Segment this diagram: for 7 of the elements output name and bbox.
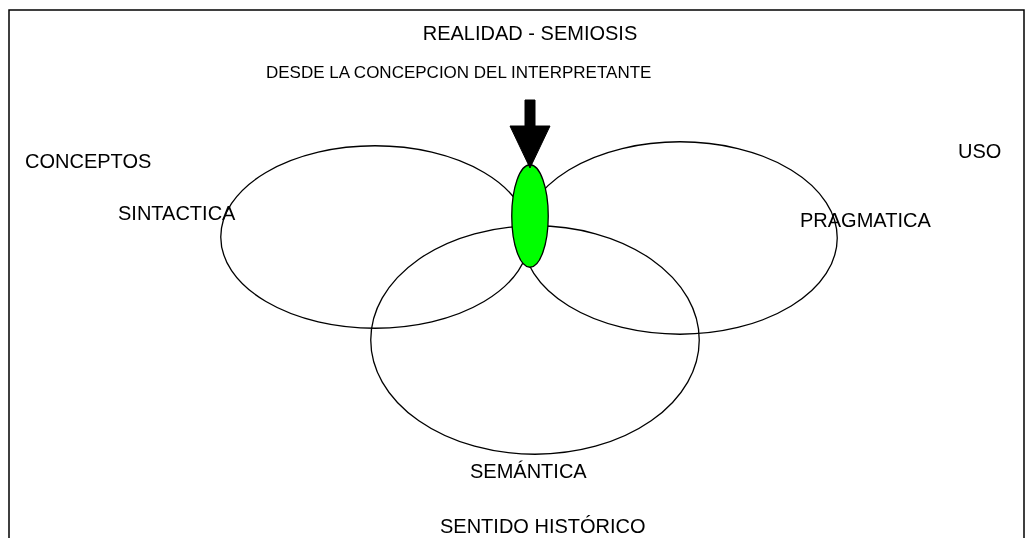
bottom-label: SENTIDO HISTÓRICO — [440, 515, 646, 537]
thick-arrow — [509, 99, 551, 169]
region-label: SEMÁNTICA — [470, 460, 587, 482]
side-label: CONCEPTOS — [25, 150, 152, 172]
title: REALIDAD - SEMIOSIS — [422, 22, 638, 44]
side-label: USO — [958, 140, 1002, 162]
subtitle: DESDE LA CONCEPCION DEL INTERPRETANTE — [266, 62, 652, 84]
